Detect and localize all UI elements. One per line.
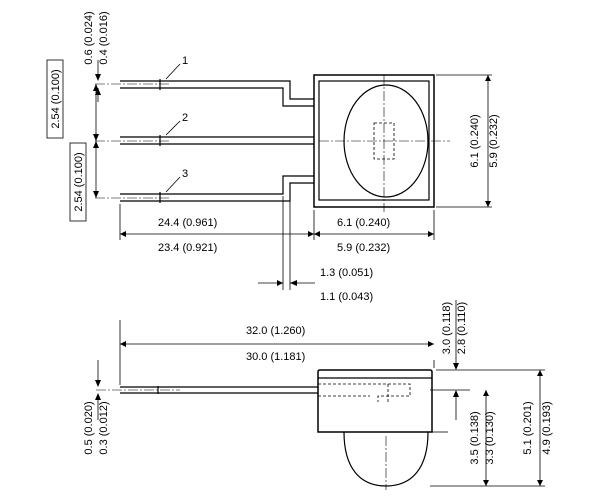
lead-thickness-max: 0.5 (0.020) — [83, 401, 95, 454]
lead-width-min: 0.4 (0.016) — [98, 11, 110, 64]
overall-length-max: 32.0 (1.260) — [246, 325, 305, 337]
pin-1-label: 1 — [182, 55, 188, 67]
lead-3 — [95, 175, 314, 203]
pitch-1-2-label: 2.54 (0.100) — [50, 69, 62, 128]
top-offset-max: 3.0 (0.118) — [441, 302, 453, 354]
side-body — [317, 369, 433, 433]
lens-height-min: 3.3 (0.130) — [484, 411, 496, 464]
lead-thickness-min: 0.3 (0.012) — [98, 401, 110, 454]
pin-2-label: 2 — [182, 112, 188, 124]
overall-length-min: 30.0 (1.181) — [246, 351, 305, 363]
top-offset-min: 2.8 (0.110) — [456, 302, 468, 354]
lens-height-max: 3.5 (0.138) — [469, 411, 481, 464]
side-body-height-max: 5.1 (0.201) — [522, 401, 534, 454]
lead-bend-max: 1.3 (0.051) — [320, 267, 373, 279]
lead-2 — [95, 135, 314, 146]
lead-bend-min: 1.1 (0.043) — [320, 291, 373, 303]
body-height-min: 5.9 (0.232) — [488, 114, 500, 167]
lead-length-max: 24.4 (0.961) — [158, 217, 217, 229]
lead-width-max: 0.6 (0.024) — [83, 11, 95, 64]
pin-3-label: 3 — [182, 168, 188, 180]
body-inner-outline — [318, 80, 430, 201]
side-body-height-min: 4.9 (0.193) — [541, 401, 553, 454]
side-view: 32.0 (1.260) 30.0 (1.181) 0.5 (0.020) 0.… — [83, 300, 553, 490]
body-height-max: 6.1 (0.240) — [469, 114, 481, 167]
lead-1 — [95, 79, 314, 107]
top-view: 1 2 3 0.6 (0.024) 0.4 (0.016) 2.54 (0.10… — [46, 11, 500, 303]
pitch-2-3-label: 2.54 (0.100) — [73, 152, 85, 211]
body-width-max: 6.1 (0.240) — [337, 217, 390, 229]
lead-length-min: 23.4 (0.921) — [158, 242, 217, 254]
body-width-min: 5.9 (0.232) — [337, 242, 390, 254]
